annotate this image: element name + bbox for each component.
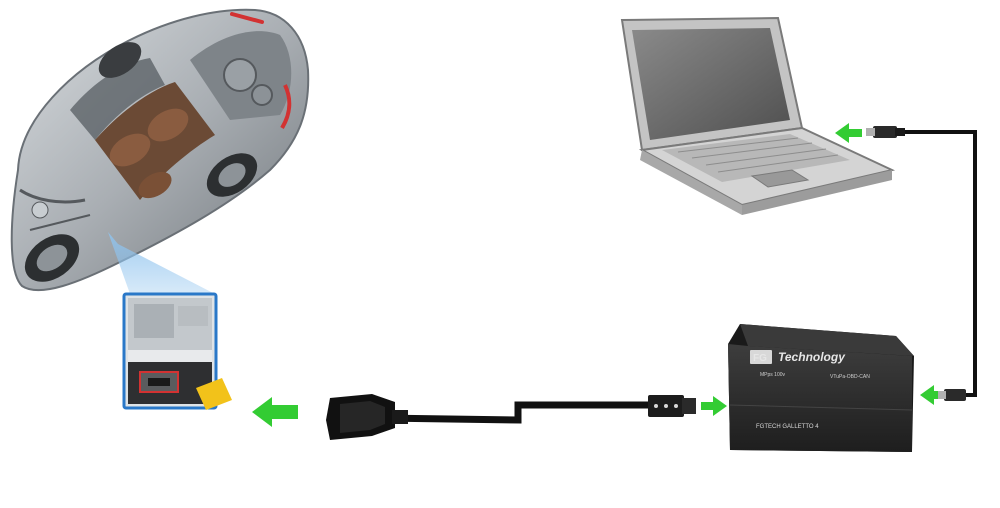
ecu-programmer-icon: FG Technology MPps 100v VTuPa-OBD-CAN FG… [728, 324, 914, 452]
arrow-left-icon [252, 397, 298, 427]
device-port-right-label: VTuPa-OBD-CAN [830, 374, 870, 380]
highlight-beam [108, 232, 215, 294]
usb-plug-icon [938, 389, 966, 401]
obd-port-inset-icon [122, 292, 232, 410]
device-port-left-label: MPps 100v [760, 372, 786, 378]
device-logo-mark: FG [753, 353, 767, 364]
arrow-right-icon [701, 396, 727, 416]
car-cutaway-icon [10, 8, 310, 292]
device-model-label: FGTECH GALLETTO 4 [756, 424, 819, 430]
usb-plug-icon [866, 126, 905, 138]
laptop-icon [620, 16, 896, 215]
arrow-left-icon [920, 385, 946, 405]
obd-connector-icon [326, 394, 696, 440]
arrow-left-icon [835, 123, 862, 143]
usb-cable [866, 126, 977, 401]
device-brand-label: Technology [778, 350, 846, 364]
